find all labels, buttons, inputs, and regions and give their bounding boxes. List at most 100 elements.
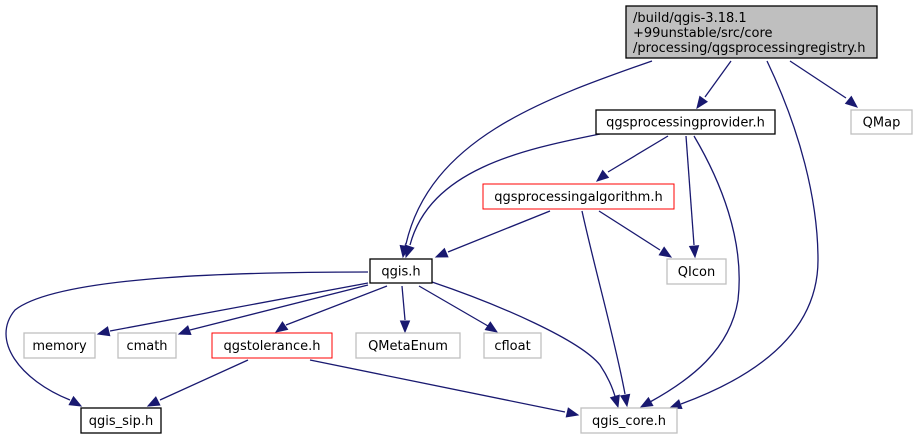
edge-line xyxy=(685,135,695,246)
node-cmath: cmath xyxy=(117,332,177,359)
arrow-head-icon xyxy=(668,399,683,409)
edge-line xyxy=(405,60,653,245)
arrow-head-icon xyxy=(844,95,859,108)
edge-line xyxy=(5,271,369,401)
edge-line xyxy=(581,210,626,395)
arrow-head-icon xyxy=(696,95,709,110)
node-label: /build/qgis-3.18.1 xyxy=(633,11,747,26)
edge-line xyxy=(401,285,406,321)
arrow-head-icon xyxy=(658,246,673,258)
arrow-head-icon xyxy=(68,395,83,407)
edge-line xyxy=(431,281,617,401)
node-label: qgsprocessingprovider.h xyxy=(606,116,765,131)
arrow-head-icon xyxy=(274,321,289,333)
node-box xyxy=(211,332,333,359)
edge-line xyxy=(189,284,369,331)
edge-registry-to-qmap xyxy=(789,60,859,108)
edge-line xyxy=(159,359,249,401)
edge-line xyxy=(109,282,369,332)
node-label: QIcon xyxy=(678,265,715,280)
edge-qgis-to-qmetaenum xyxy=(399,285,411,334)
arrow-head-icon xyxy=(688,245,700,259)
edge-registry-to-provider xyxy=(696,60,732,110)
edge-registry-to-qgis xyxy=(399,60,653,259)
edge-qgis-to-cfloat xyxy=(418,285,499,333)
nodes-layer: /build/qgis-3.18.1+99unstable/src/core/p… xyxy=(23,5,913,434)
node-label: qgis.h xyxy=(381,265,420,280)
edge-tolerance-to-qgis_core xyxy=(309,359,580,418)
node-label: memory xyxy=(32,339,87,354)
edge-line xyxy=(598,210,661,251)
edge-algorithm-to-qgis_core xyxy=(581,210,631,408)
arrow-head-icon xyxy=(434,247,449,258)
edge-qgis-to-tolerance xyxy=(274,285,388,333)
node-box xyxy=(23,332,96,359)
node-box xyxy=(595,109,776,135)
arrow-head-icon xyxy=(96,326,111,337)
node-box xyxy=(850,109,913,135)
node-provider[interactable]: qgsprocessingprovider.h xyxy=(595,109,776,135)
node-box xyxy=(355,332,461,359)
arrow-head-icon xyxy=(639,396,654,408)
arrow-head-icon xyxy=(565,407,580,418)
node-algorithm[interactable]: qgsprocessingalgorithm.h xyxy=(482,183,675,210)
edge-provider-to-qgis_core xyxy=(639,135,740,408)
node-label: QMetaEnum xyxy=(368,339,448,354)
edge-qgis-to-cmath xyxy=(177,284,369,335)
edge-algorithm-to-qgis xyxy=(434,210,551,258)
node-memory: memory xyxy=(23,332,96,359)
node-qicon: QIcon xyxy=(666,258,727,285)
node-box xyxy=(369,258,433,284)
edge-algorithm-to-qicon xyxy=(598,210,673,258)
node-qgis[interactable]: qgis.h xyxy=(369,258,433,284)
edge-line xyxy=(789,60,847,99)
node-label: qgis_sip.h xyxy=(89,414,153,429)
arrow-head-icon xyxy=(177,325,192,335)
edge-tolerance-to-qgis_sip xyxy=(146,359,249,407)
edge-line xyxy=(447,210,551,253)
node-box xyxy=(666,258,727,285)
edge-line xyxy=(704,60,732,98)
arrow-head-icon xyxy=(609,394,620,409)
edge-line xyxy=(649,135,740,403)
node-label: qgstolerance.h xyxy=(223,339,320,354)
arrow-head-icon xyxy=(146,396,161,407)
arrow-head-icon xyxy=(619,393,631,408)
node-qgis_sip[interactable]: qgis_sip.h xyxy=(80,407,162,434)
edge-provider-to-qgis xyxy=(404,133,601,259)
node-qmetaenum: QMetaEnum xyxy=(355,332,461,359)
node-qgis_core: qgis_core.h xyxy=(580,407,678,434)
node-label: /processing/qgsprocessingregistry.h xyxy=(633,41,866,56)
edge-line xyxy=(607,135,669,173)
edge-line xyxy=(680,60,819,405)
edge-line xyxy=(418,285,489,327)
node-label: +99unstable/src/core xyxy=(633,26,773,41)
node-box xyxy=(80,407,162,434)
arrow-head-icon xyxy=(399,320,411,334)
node-box xyxy=(482,183,675,210)
node-label: QMap xyxy=(863,116,901,131)
edge-qgis-to-qgis_core xyxy=(431,281,620,409)
edges-layer xyxy=(5,60,859,418)
node-label: cfloat xyxy=(494,339,530,354)
arrow-head-icon xyxy=(595,169,610,182)
edge-provider-to-qicon xyxy=(685,135,700,259)
node-qmap: QMap xyxy=(850,109,913,135)
edge-qgis-to-memory xyxy=(96,282,369,337)
node-registry[interactable]: /build/qgis-3.18.1+99unstable/src/core/p… xyxy=(625,5,878,59)
node-box xyxy=(483,332,542,359)
node-label: qgis_core.h xyxy=(592,414,666,429)
arrow-head-icon xyxy=(404,244,415,259)
arrow-head-icon xyxy=(484,321,499,333)
node-cfloat: cfloat xyxy=(483,332,542,359)
node-box xyxy=(117,332,177,359)
node-box xyxy=(580,407,678,434)
node-box xyxy=(625,5,878,59)
edge-qgis-to-qgis_sip xyxy=(5,271,369,407)
edge-line xyxy=(409,133,601,246)
node-label: cmath xyxy=(126,339,167,354)
edge-provider-to-algorithm xyxy=(595,135,669,182)
node-tolerance[interactable]: qgstolerance.h xyxy=(211,332,333,359)
node-label: qgsprocessingalgorithm.h xyxy=(494,190,662,205)
